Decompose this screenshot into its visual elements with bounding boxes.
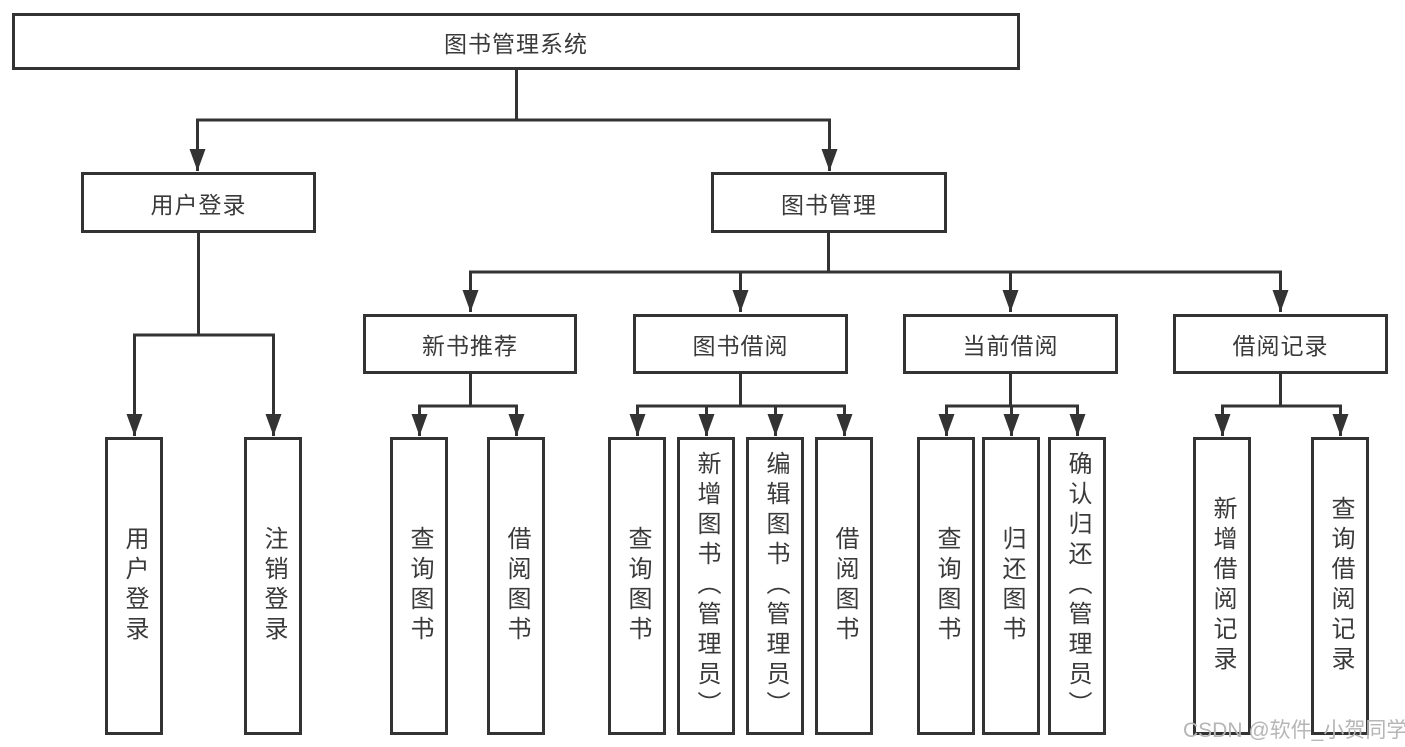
- node-leaf-add-books-admin-label: 新增图书（管理员）: [693, 451, 720, 721]
- node-leaf-add-borrow-record: 新增借阅记录: [1193, 437, 1251, 735]
- node-leaf-borrow-books-1-label: 借阅图书: [503, 526, 530, 646]
- node-user-login-label: 用户登录: [150, 191, 247, 218]
- node-user-login: 用户登录: [81, 172, 316, 233]
- node-leaf-edit-books-admin-label: 编辑图书（管理员）: [762, 451, 789, 721]
- csdn-watermark: CSDN @软件_小贺同学: [1183, 719, 1405, 742]
- node-book-management: 图书管理: [711, 172, 947, 233]
- node-leaf-query-books-1-label: 查询图书: [406, 526, 433, 646]
- node-leaf-query-books-2: 查询图书: [608, 437, 666, 735]
- node-leaf-query-borrow-record-label: 查询借阅记录: [1327, 496, 1354, 676]
- node-leaf-borrow-books-2-label: 借阅图书: [831, 526, 858, 646]
- node-root-library-system: 图书管理系统: [12, 13, 1020, 70]
- node-leaf-user-login: 用户登录: [105, 437, 163, 735]
- node-leaf-return-books-label: 归还图书: [998, 526, 1025, 646]
- node-leaf-query-books-3: 查询图书: [917, 437, 975, 735]
- node-book-management-label: 图书管理: [781, 191, 877, 218]
- node-new-book-recommend: 新书推荐: [363, 314, 577, 374]
- node-leaf-logout: 注销登录: [244, 437, 302, 735]
- node-leaf-query-borrow-record: 查询借阅记录: [1311, 437, 1369, 735]
- node-current-borrowing-label: 当前借阅: [962, 333, 1059, 359]
- node-leaf-query-books-1: 查询图书: [390, 437, 448, 735]
- node-leaf-borrow-books-1: 借阅图书: [487, 437, 545, 735]
- node-leaf-user-login-label: 用户登录: [121, 526, 148, 646]
- node-leaf-edit-books-admin: 编辑图书（管理员）: [746, 437, 804, 735]
- node-root-label: 图书管理系统: [444, 30, 588, 57]
- node-leaf-borrow-books-2: 借阅图书: [815, 437, 873, 735]
- node-borrowing-records-label: 借阅记录: [1232, 333, 1329, 359]
- node-leaf-query-books-2-label: 查询图书: [624, 526, 651, 646]
- node-leaf-confirm-return-admin-label: 确认归还（管理员）: [1064, 451, 1091, 721]
- node-leaf-return-books: 归还图书: [982, 437, 1040, 735]
- node-book-borrowing: 图书借阅: [633, 314, 848, 374]
- node-current-borrowing: 当前借阅: [903, 314, 1118, 374]
- node-leaf-confirm-return-admin: 确认归还（管理员）: [1048, 437, 1106, 735]
- node-book-borrowing-label: 图书借阅: [692, 333, 789, 359]
- node-leaf-query-books-3-label: 查询图书: [933, 526, 960, 646]
- node-leaf-logout-label: 注销登录: [260, 526, 287, 646]
- node-leaf-add-borrow-record-label: 新增借阅记录: [1209, 496, 1236, 676]
- node-leaf-add-books-admin: 新增图书（管理员）: [677, 437, 735, 735]
- node-new-book-recommend-label: 新书推荐: [422, 333, 518, 359]
- node-borrowing-records: 借阅记录: [1173, 314, 1388, 374]
